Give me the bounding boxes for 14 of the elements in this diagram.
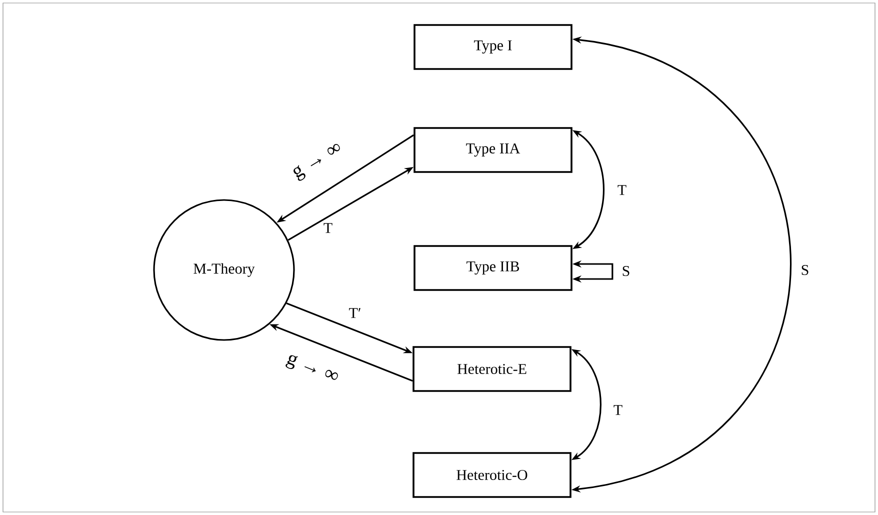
edge-label: T <box>322 222 334 234</box>
process-box: Heterotic-O <box>412 452 572 498</box>
process-box: Heterotic-E <box>412 346 572 392</box>
edge-label: T <box>612 404 624 416</box>
edge-label: T <box>616 184 628 196</box>
edge-label: T′ <box>348 307 362 319</box>
edge-label: S <box>620 264 632 278</box>
process-box: Type IIA <box>414 127 572 173</box>
edge-label: g → ∞ <box>290 140 346 184</box>
edge-label: S <box>800 264 810 276</box>
process-box: Type I <box>414 24 572 70</box>
edge-label: g → ∞ <box>282 352 342 388</box>
circle-node: M-Theory <box>153 199 295 341</box>
process-box: Type IIB <box>414 245 572 291</box>
